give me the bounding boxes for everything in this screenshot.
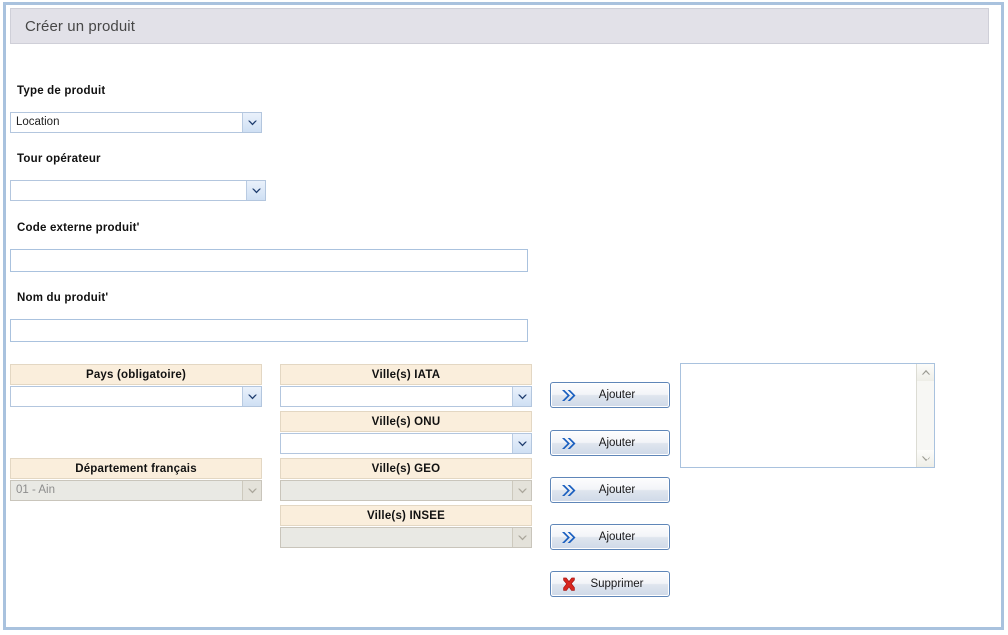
select-tour-operateur[interactable]	[10, 180, 266, 201]
red-x-icon	[557, 577, 581, 592]
delete-button-label: Supprimer	[590, 578, 644, 590]
select-type-de-produit-value: Location	[16, 116, 60, 128]
double-chevron-right-icon	[557, 484, 581, 497]
chevron-down-icon	[242, 481, 261, 500]
chevron-down-icon[interactable]	[917, 450, 934, 467]
group-header-ville-onu: Ville(s) ONU	[280, 411, 532, 432]
input-nom-du-produit[interactable]	[10, 319, 528, 342]
add-button-geo[interactable]: Ajouter	[550, 477, 670, 503]
selected-cities-list[interactable]	[681, 364, 916, 467]
chevron-up-icon[interactable]	[917, 364, 934, 381]
add-button-geo-label: Ajouter	[598, 484, 636, 496]
add-button-onu-label: Ajouter	[598, 437, 636, 449]
select-ville-iata[interactable]	[280, 386, 532, 407]
group-header-ville-iata: Ville(s) IATA	[280, 364, 532, 385]
add-button-insee-label: Ajouter	[598, 531, 636, 543]
chevron-down-icon[interactable]	[512, 434, 531, 453]
input-code-externe-produit[interactable]	[10, 249, 528, 272]
group-header-departement-francais: Département français	[10, 458, 262, 479]
chevron-down-icon	[512, 481, 531, 500]
group-header-ville-insee: Ville(s) INSEE	[280, 505, 532, 526]
add-button-iata-label: Ajouter	[598, 389, 636, 401]
select-ville-insee	[280, 527, 532, 548]
label-nom-du-produit: Nom du produit'	[17, 292, 109, 304]
group-header-pays: Pays (obligatoire)	[10, 364, 262, 385]
selected-cities-listbox[interactable]	[680, 363, 935, 468]
chevron-down-icon[interactable]	[242, 387, 261, 406]
window-titlebar: Créer un produit	[10, 8, 989, 44]
chevron-down-icon[interactable]	[242, 113, 261, 132]
label-type-de-produit: Type de produit	[17, 85, 106, 97]
select-ville-onu[interactable]	[280, 433, 532, 454]
label-code-externe-produit: Code externe produit'	[17, 222, 140, 234]
select-ville-geo	[280, 480, 532, 501]
scrollbar-track[interactable]	[917, 381, 934, 450]
double-chevron-right-icon	[557, 437, 581, 450]
page-title: Créer un produit	[25, 17, 135, 35]
listbox-scrollbar[interactable]	[916, 364, 934, 467]
select-pays[interactable]	[10, 386, 262, 407]
add-button-insee[interactable]: Ajouter	[550, 524, 670, 550]
chevron-down-icon	[512, 528, 531, 547]
double-chevron-right-icon	[557, 389, 581, 402]
select-departement-francais-value: 01 - Ain	[16, 484, 55, 496]
delete-button[interactable]: Supprimer	[550, 571, 670, 597]
select-departement-francais: 01 - Ain	[10, 480, 262, 501]
chevron-down-icon[interactable]	[512, 387, 531, 406]
label-tour-operateur: Tour opérateur	[17, 153, 101, 165]
group-header-ville-geo: Ville(s) GEO	[280, 458, 532, 479]
add-button-iata[interactable]: Ajouter	[550, 382, 670, 408]
double-chevron-right-icon	[557, 531, 581, 544]
chevron-down-icon[interactable]	[246, 181, 265, 200]
select-type-de-produit[interactable]: Location	[10, 112, 262, 133]
add-button-onu[interactable]: Ajouter	[550, 430, 670, 456]
